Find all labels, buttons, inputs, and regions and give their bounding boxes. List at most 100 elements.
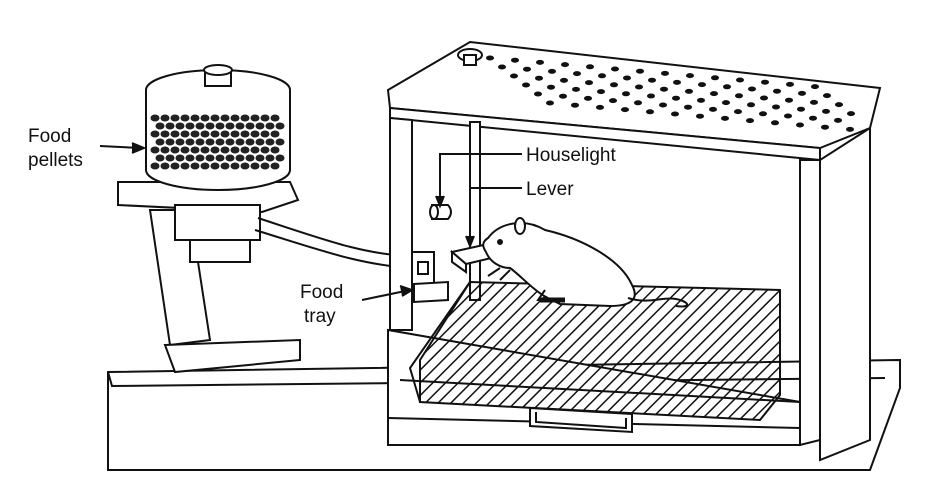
pellet xyxy=(174,153,186,163)
vent-hole xyxy=(573,71,581,77)
vent-hole xyxy=(634,100,642,106)
vent-hole xyxy=(736,77,744,83)
pellet-hopper xyxy=(145,64,291,191)
pellet xyxy=(259,129,271,139)
pellet xyxy=(224,153,236,163)
pellet xyxy=(229,113,241,123)
pellet xyxy=(244,153,256,163)
pellet xyxy=(169,145,181,155)
vent-hole xyxy=(784,113,792,119)
vent-hole xyxy=(661,70,669,76)
vent-hole xyxy=(671,111,679,117)
pellet xyxy=(149,145,161,155)
pellet xyxy=(269,161,281,171)
grid-floor xyxy=(408,280,781,422)
pellet xyxy=(214,153,226,163)
vent-hole xyxy=(759,111,767,117)
pellet xyxy=(249,145,261,155)
pellet xyxy=(234,121,246,131)
pellet xyxy=(229,145,241,155)
vent-hole xyxy=(846,126,854,132)
vent-hole xyxy=(709,106,717,112)
pellet xyxy=(189,161,201,171)
labels: Food pellets Houselight Lever Food tray xyxy=(28,126,616,327)
vent-hole xyxy=(811,84,819,90)
pellet xyxy=(164,121,176,131)
label-food-pellets-line2: pellets xyxy=(28,150,83,171)
vent-hole xyxy=(560,77,568,83)
vent-hole xyxy=(498,64,506,70)
vent-hole xyxy=(534,91,542,97)
vent-hole xyxy=(771,120,779,126)
vent-hole xyxy=(710,91,718,97)
pellet xyxy=(269,145,281,155)
pellet xyxy=(264,121,276,131)
pellet xyxy=(179,113,191,123)
pellet xyxy=(234,137,246,147)
pellet xyxy=(274,121,286,131)
vent-hole xyxy=(646,109,654,115)
vent-hole xyxy=(786,81,794,87)
vent-hole xyxy=(610,82,618,88)
vent-hole xyxy=(684,104,692,110)
vent-hole xyxy=(748,86,756,92)
food-pellets xyxy=(149,113,286,171)
vent-hole xyxy=(772,104,780,110)
vent-hole xyxy=(571,102,579,108)
vent-hole xyxy=(585,80,593,86)
vent-hole xyxy=(523,66,531,72)
pellet xyxy=(259,113,271,123)
pellet xyxy=(234,153,246,163)
pellet xyxy=(229,161,241,171)
pellet xyxy=(159,113,171,123)
vent-hole xyxy=(685,88,693,94)
vent-hole xyxy=(597,89,605,95)
pellet xyxy=(199,129,211,139)
vent-hole xyxy=(598,73,606,79)
pellet xyxy=(174,121,186,131)
pellet xyxy=(249,161,261,171)
vent-hole xyxy=(734,109,742,115)
food-tray xyxy=(411,251,449,304)
pellet xyxy=(214,137,226,147)
pellet xyxy=(194,121,206,131)
vent-hole xyxy=(647,93,655,99)
pellet xyxy=(154,153,166,163)
drawer-handle xyxy=(529,406,633,434)
vent-hole xyxy=(773,88,781,94)
pellet xyxy=(204,137,216,147)
vent-hole xyxy=(584,95,592,101)
pellet xyxy=(259,145,271,155)
vent-hole xyxy=(673,79,681,85)
vent-hole xyxy=(660,86,668,92)
pellet xyxy=(159,129,171,139)
pellet xyxy=(154,137,166,147)
vent-hole xyxy=(711,75,719,81)
vent-hole xyxy=(835,102,843,108)
pellet xyxy=(219,113,231,123)
vent-hole xyxy=(621,107,629,113)
vent-hole xyxy=(636,68,644,74)
pellet xyxy=(199,161,211,171)
vent-hole xyxy=(760,95,768,101)
vent-hole xyxy=(659,102,667,108)
vent-hole xyxy=(510,73,518,79)
pellet xyxy=(189,129,201,139)
pellet xyxy=(249,129,261,139)
pellet xyxy=(254,121,266,131)
pellet xyxy=(219,161,231,171)
label-houselight: Houselight xyxy=(526,145,616,166)
pellet xyxy=(184,137,196,147)
vent-hole xyxy=(648,77,656,83)
pellet xyxy=(179,145,191,155)
pellet xyxy=(219,145,231,155)
pellet xyxy=(189,113,201,123)
pellet xyxy=(149,113,161,123)
vent-hole xyxy=(622,91,630,97)
pellet xyxy=(254,153,266,163)
vent-hole xyxy=(785,97,793,103)
pellet xyxy=(159,145,171,155)
pellet xyxy=(254,137,266,147)
pellet xyxy=(274,153,286,163)
vent-hole xyxy=(697,97,705,103)
